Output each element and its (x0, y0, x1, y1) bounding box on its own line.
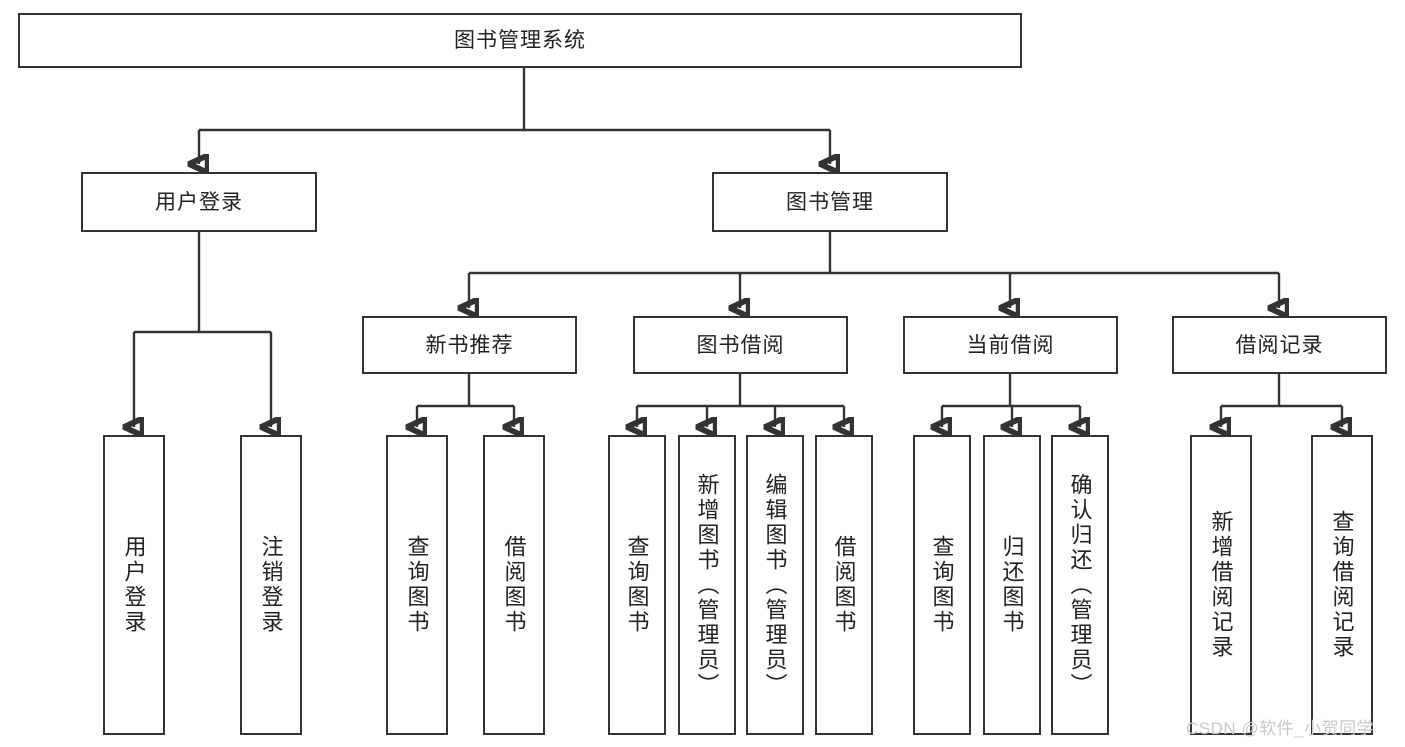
node-leaf-query-record-label: 查询借阅记录 (1329, 510, 1355, 660)
node-leaf-query-book-2-label: 查询图书 (624, 535, 650, 635)
node-leaf-add-record[interactable]: 新增借阅记录 (1190, 435, 1252, 735)
node-borrow-record-label: 借阅记录 (1235, 333, 1324, 357)
node-user-login[interactable]: 用户登录 (81, 172, 317, 232)
node-leaf-query-book-3-label: 查询图书 (929, 535, 955, 635)
node-leaf-user-logout[interactable]: 注销登录 (240, 435, 302, 735)
node-user-login-label: 用户登录 (155, 190, 243, 214)
node-new-book-recommend-label: 新书推荐 (425, 333, 514, 357)
node-borrow-record[interactable]: 借阅记录 (1172, 316, 1387, 374)
node-leaf-borrow-book-2-label: 借阅图书 (831, 535, 857, 635)
node-leaf-query-book-3[interactable]: 查询图书 (913, 435, 971, 735)
node-current-borrow-label: 当前借阅 (966, 333, 1055, 357)
node-leaf-return-book-label: 归还图书 (999, 535, 1025, 635)
node-leaf-add-book-label: 新增图书（管理员） (694, 472, 720, 698)
node-book-borrow-label: 图书借阅 (696, 333, 785, 357)
node-root[interactable]: 图书管理系统 (18, 13, 1022, 68)
node-leaf-borrow-book-2[interactable]: 借阅图书 (815, 435, 873, 735)
node-book-borrow[interactable]: 图书借阅 (633, 316, 848, 374)
node-leaf-query-book-1[interactable]: 查询图书 (386, 435, 448, 735)
node-leaf-confirm-return-label: 确认归还（管理员） (1067, 472, 1093, 698)
node-leaf-add-book[interactable]: 新增图书（管理员） (678, 435, 736, 735)
node-book-manage-label: 图书管理 (786, 190, 874, 214)
node-leaf-user-login-label: 用户登录 (121, 535, 147, 635)
node-leaf-return-book[interactable]: 归还图书 (983, 435, 1041, 735)
node-leaf-user-logout-label: 注销登录 (258, 535, 284, 635)
node-leaf-query-record[interactable]: 查询借阅记录 (1311, 435, 1373, 735)
node-leaf-query-book-1-label: 查询图书 (404, 535, 430, 635)
node-leaf-query-book-2[interactable]: 查询图书 (608, 435, 666, 735)
node-leaf-borrow-book-1[interactable]: 借阅图书 (483, 435, 545, 735)
node-current-borrow[interactable]: 当前借阅 (903, 316, 1118, 374)
node-leaf-edit-book-label: 编辑图书（管理员） (762, 472, 788, 698)
node-root-label: 图书管理系统 (454, 29, 586, 52)
node-leaf-confirm-return[interactable]: 确认归还（管理员） (1051, 435, 1109, 735)
node-leaf-borrow-book-1-label: 借阅图书 (501, 535, 527, 635)
node-book-manage[interactable]: 图书管理 (712, 172, 948, 232)
node-new-book-recommend[interactable]: 新书推荐 (362, 316, 577, 374)
node-leaf-add-record-label: 新增借阅记录 (1208, 510, 1234, 660)
node-leaf-user-login[interactable]: 用户登录 (103, 435, 165, 735)
node-leaf-edit-book[interactable]: 编辑图书（管理员） (746, 435, 804, 735)
